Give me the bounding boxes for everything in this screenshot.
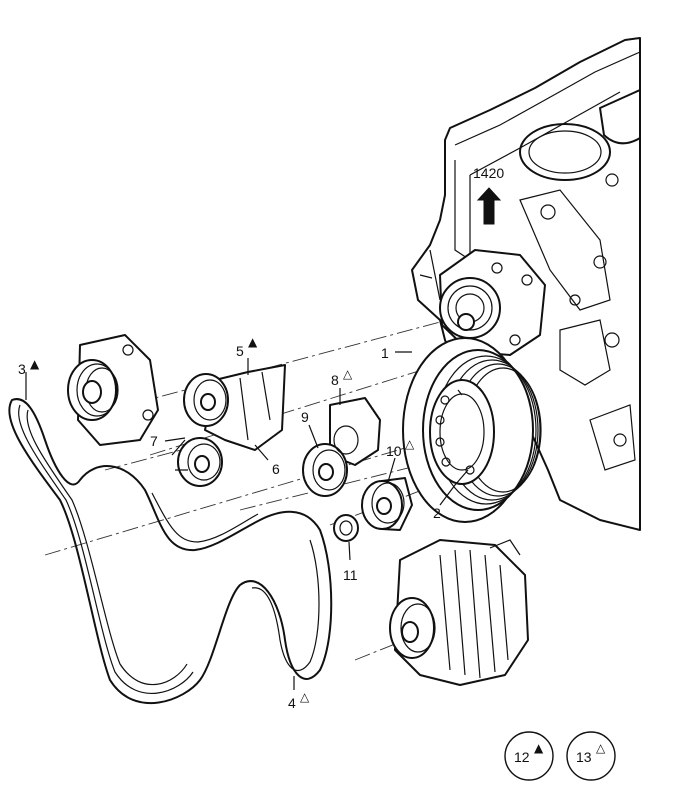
up-arrow-icon [476,187,502,225]
filled-triangle-icon: ▲ [534,741,544,755]
belt-tensioner [171,364,286,487]
poly-v-belt [8,398,333,705]
callouts: 1 2 3 ▲ 4 △ 5 ▲ 6 7 8 △ 9 10 △ 11 [18,335,441,711]
legend-12-label: 12 [514,749,530,765]
outline-triangle-icon: △ [300,690,310,704]
filled-triangle-icon: ▲ [30,357,40,371]
reference-arrow: 1420 [473,165,504,225]
water-pump-pulley [67,334,159,446]
legend-13: 13 △ [566,731,616,781]
crankshaft-pulley [402,337,542,523]
callout-7: 7 [150,433,158,449]
callout-11: 11 [343,567,358,583]
callout-2: 2 [433,505,441,521]
reference-arrow-label: 1420 [473,165,504,181]
callout-3: 3 [18,361,26,377]
leader-lines [25,351,469,690]
alternator [389,539,529,686]
idler-pulley [361,477,413,531]
callout-8: 8 [331,372,339,388]
outline-triangle-icon: △ [596,741,606,755]
callout-10: 10 [386,443,402,459]
legend-13-label: 13 [576,749,592,765]
legend-12: 12 ▲ [504,731,554,781]
outline-triangle-icon: △ [405,437,415,451]
callout-9: 9 [301,409,309,425]
callout-4: 4 [288,695,296,711]
callout-1: 1 [381,345,389,361]
callout-6: 6 [272,461,280,477]
outline-triangle-icon: △ [343,367,353,381]
washer [333,514,359,542]
idler-tensioner [302,397,381,497]
callout-5: 5 [236,343,244,359]
filled-triangle-icon: ▲ [248,335,258,349]
water-pump [439,249,546,356]
